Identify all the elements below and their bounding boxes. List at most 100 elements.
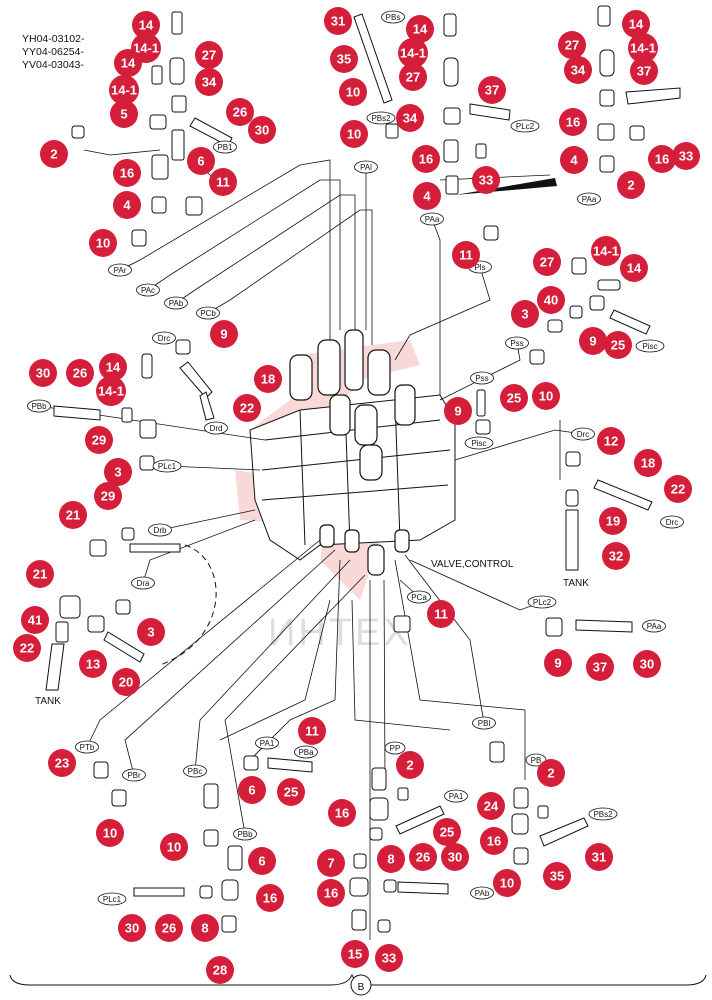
part-callout[interactable]: 16 <box>480 827 508 855</box>
part-callout[interactable]: 34 <box>396 104 424 132</box>
part-callout[interactable]: 14 <box>114 49 142 77</box>
part-callout[interactable]: 20 <box>112 668 140 696</box>
part-callout[interactable]: 10 <box>493 869 521 897</box>
part-callout[interactable]: 4 <box>560 146 588 174</box>
part-callout[interactable]: 10 <box>339 78 367 106</box>
part-callout[interactable]: 2 <box>617 171 645 199</box>
part-callout[interactable]: 9 <box>210 320 238 348</box>
part-callout[interactable]: 32 <box>602 542 630 570</box>
part-callout[interactable]: 10 <box>340 120 368 148</box>
part-callout[interactable]: 25 <box>277 778 305 806</box>
part-callout[interactable]: 33 <box>472 166 500 194</box>
part-callout[interactable]: 34 <box>564 56 592 84</box>
part-callout[interactable]: 25 <box>433 818 461 846</box>
part-callout[interactable]: 16 <box>559 108 587 136</box>
part-callout[interactable]: 31 <box>324 7 352 35</box>
part-callout[interactable]: 30 <box>633 650 661 678</box>
part-callout[interactable]: 5 <box>110 100 138 128</box>
part-callout[interactable]: 21 <box>26 560 54 588</box>
part-callout[interactable]: 8 <box>191 914 219 942</box>
part-callout[interactable]: 27 <box>399 63 427 91</box>
part-callout[interactable]: 16 <box>113 159 141 187</box>
part-callout[interactable]: 14 <box>99 353 127 381</box>
part-callout[interactable]: 28 <box>206 956 234 984</box>
part-callout[interactable]: 4 <box>413 182 441 210</box>
part-callout[interactable]: 33 <box>375 944 403 972</box>
part-callout[interactable]: 35 <box>543 862 571 890</box>
part-callout[interactable]: 16 <box>317 879 345 907</box>
part-callout[interactable]: 27 <box>558 31 586 59</box>
part-callout[interactable]: 10 <box>160 833 188 861</box>
part-callout[interactable]: 29 <box>85 426 113 454</box>
part-callout[interactable]: 2 <box>537 759 565 787</box>
part-callout[interactable]: 14 <box>132 11 160 39</box>
part-callout[interactable]: 30 <box>118 914 146 942</box>
part-callout[interactable]: 14-1 <box>109 75 139 105</box>
part-callout[interactable]: 6 <box>248 847 276 875</box>
part-callout[interactable]: 8 <box>377 845 405 873</box>
part-callout[interactable]: 27 <box>195 41 223 69</box>
part-callout[interactable]: 6 <box>187 147 215 175</box>
part-callout[interactable]: 7 <box>317 849 345 877</box>
part-callout[interactable]: 37 <box>478 76 506 104</box>
part-callout[interactable]: 11 <box>298 717 326 745</box>
part-callout[interactable]: 15 <box>341 940 369 968</box>
part-callout[interactable]: 16 <box>256 884 284 912</box>
part-callout[interactable]: 3 <box>511 300 539 328</box>
part-callout[interactable]: 6 <box>238 776 266 804</box>
part-callout[interactable]: 26 <box>409 843 437 871</box>
part-callout[interactable]: 14-1 <box>628 33 658 63</box>
part-callout[interactable]: 40 <box>537 286 565 314</box>
part-callout[interactable]: 19 <box>599 507 627 535</box>
part-callout[interactable]: 30 <box>441 843 469 871</box>
part-callout[interactable]: 30 <box>29 359 57 387</box>
part-callout[interactable]: 10 <box>96 819 124 847</box>
part-callout[interactable]: 26 <box>226 98 254 126</box>
part-callout[interactable]: 37 <box>630 57 658 85</box>
part-callout[interactable]: 21 <box>59 501 87 529</box>
part-callout[interactable]: 37 <box>586 653 614 681</box>
part-callout[interactable]: 11 <box>452 241 480 269</box>
part-callout[interactable]: 11 <box>427 600 455 628</box>
part-callout[interactable]: 4 <box>113 191 141 219</box>
part-callout[interactable]: 25 <box>500 384 528 412</box>
part-callout[interactable]: 13 <box>79 650 107 678</box>
part-callout[interactable]: 33 <box>672 142 700 170</box>
part-callout[interactable]: 14 <box>620 254 648 282</box>
part-callout[interactable]: 34 <box>195 68 223 96</box>
part-callout[interactable]: 26 <box>155 914 183 942</box>
part-callout[interactable]: 26 <box>66 359 94 387</box>
part-callout[interactable]: 2 <box>40 140 68 168</box>
part-callout[interactable]: 31 <box>585 843 613 871</box>
part-callout[interactable]: 24 <box>477 792 505 820</box>
part-callout[interactable]: 18 <box>634 449 662 477</box>
part-callout[interactable]: 14-1 <box>591 236 621 266</box>
part-callout[interactable]: 27 <box>533 248 561 276</box>
part-callout[interactable]: 3 <box>104 458 132 486</box>
part-callout[interactable]: 12 <box>597 427 625 455</box>
part-callout[interactable]: 22 <box>664 475 692 503</box>
part-callout[interactable]: 29 <box>94 482 122 510</box>
part-callout[interactable]: 16 <box>648 145 676 173</box>
part-callout[interactable]: 10 <box>89 229 117 257</box>
part-callout[interactable]: 30 <box>248 116 276 144</box>
part-callout[interactable]: 22 <box>233 394 261 422</box>
part-callout[interactable]: 14 <box>622 10 650 38</box>
part-callout[interactable]: 14 <box>406 15 434 43</box>
part-callout[interactable]: 10 <box>532 382 560 410</box>
part-callout[interactable]: 35 <box>330 45 358 73</box>
part-callout[interactable]: 9 <box>579 327 607 355</box>
part-callout[interactable]: 25 <box>604 331 632 359</box>
part-callout[interactable]: 23 <box>48 749 76 777</box>
part-callout[interactable]: 2 <box>396 751 424 779</box>
part-callout[interactable]: 16 <box>412 145 440 173</box>
part-callout[interactable]: 9 <box>544 649 572 677</box>
part-callout[interactable]: 16 <box>328 799 356 827</box>
part-callout[interactable]: 22 <box>13 634 41 662</box>
part-callout[interactable]: 41 <box>21 606 49 634</box>
part-callout[interactable]: 18 <box>254 365 282 393</box>
part-callout[interactable]: 14-1 <box>398 38 428 68</box>
part-callout[interactable]: 9 <box>444 397 472 425</box>
part-callout[interactable]: 11 <box>209 168 237 196</box>
part-callout[interactable]: 3 <box>137 618 165 646</box>
